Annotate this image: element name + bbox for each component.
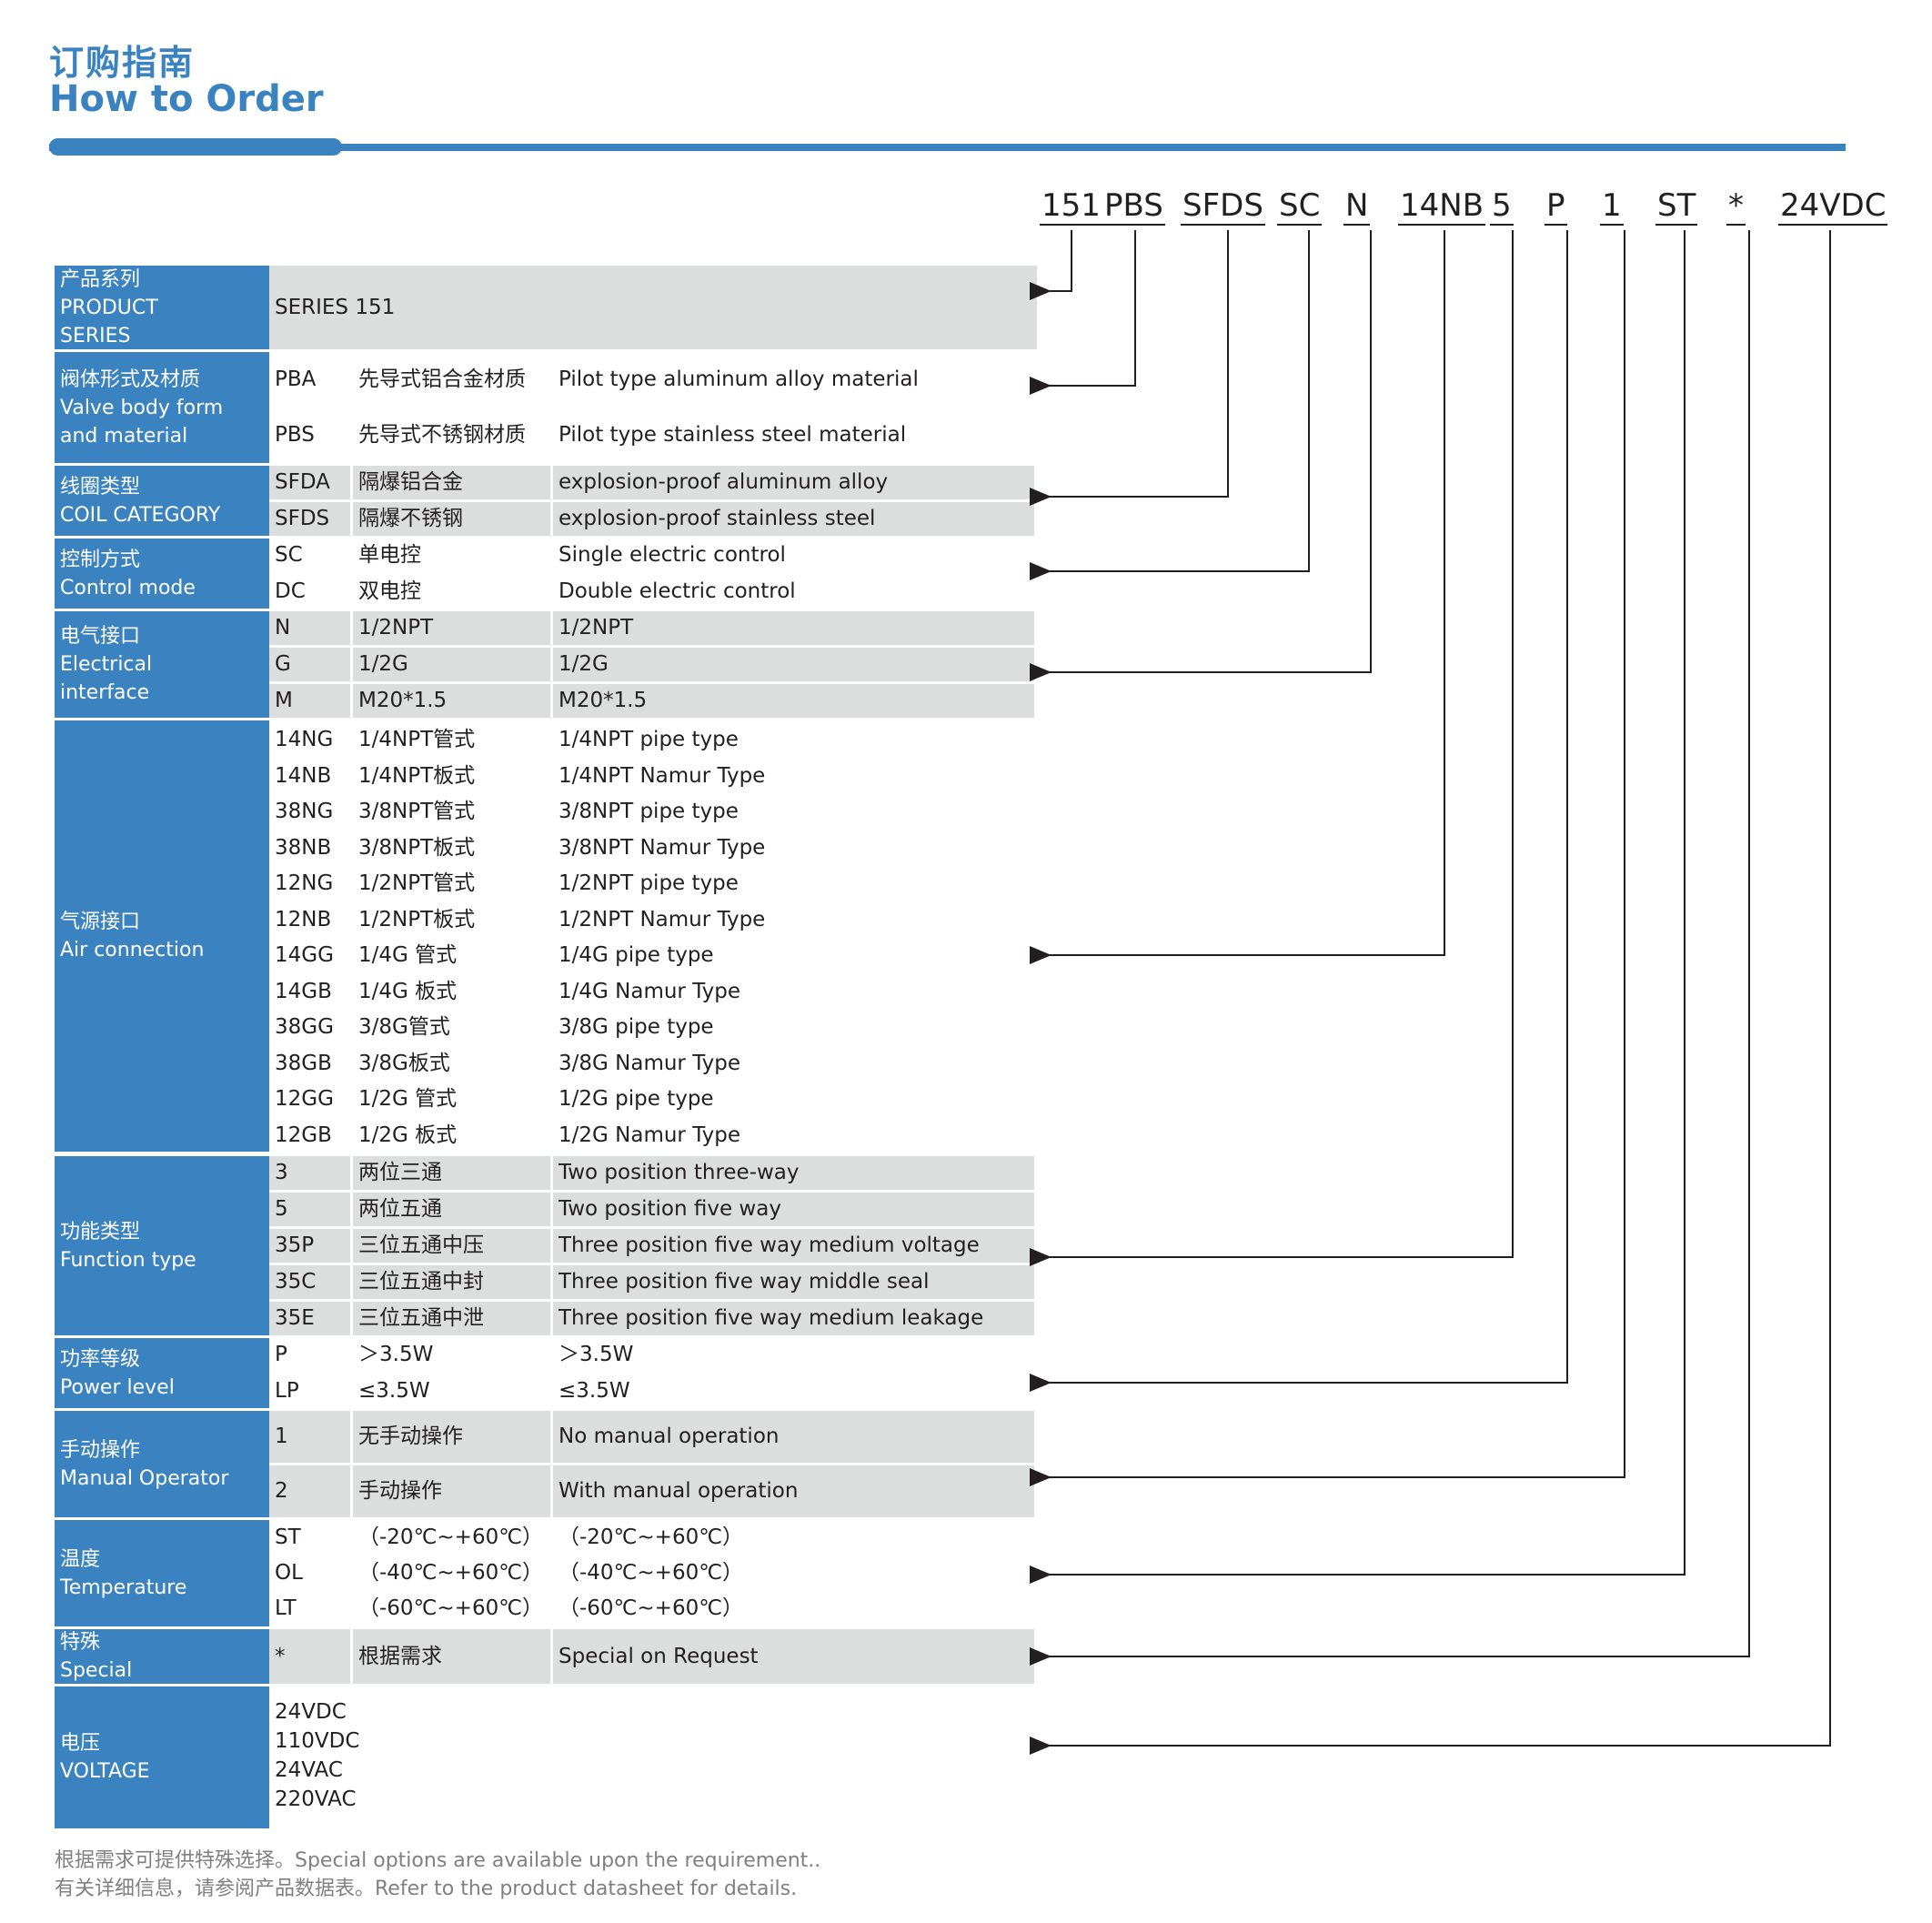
table-row: PBA 先导式铝合金材质 Pilot type aluminum alloy m… — [275, 367, 919, 391]
code-series: 151 — [1040, 187, 1102, 226]
code-body: PBS — [1102, 187, 1165, 226]
group-body: 阀体形式及材质 Valve body form and material PBA… — [55, 352, 1037, 463]
category-label: 线圈类型 COIL CATEGORY — [55, 466, 269, 536]
code-air: 14NB — [1398, 187, 1486, 226]
category-label: 控制方式 Control mode — [55, 539, 269, 609]
leader-coil — [1030, 230, 1229, 506]
table-row: DC 双电控 Double electric control — [275, 579, 796, 603]
leader-temperature — [1030, 230, 1685, 1584]
voltage-list: 24VDC 110VDC 24VAC 220VAC — [275, 1700, 360, 1811]
category-label: 产品系列 PRODUCT SERIES — [55, 266, 269, 349]
page-title-cn: 订购指南 — [49, 43, 196, 83]
code-temperature: ST — [1655, 187, 1698, 226]
code-coil: SFDS — [1181, 187, 1265, 226]
group-power: 功率等级 Power level P＞3.5W＞3.5W LP≤3.5W≤3.5… — [55, 1338, 1037, 1408]
code-manual: 1 — [1600, 187, 1624, 226]
code-special: * — [1726, 187, 1746, 226]
title-divider — [49, 144, 1846, 151]
title-divider-accent — [49, 138, 342, 156]
page-title-en: How to Order — [49, 78, 324, 120]
table-row: SC 单电控 Single electric control — [275, 543, 786, 567]
category-label: 阀体形式及材质 Valve body form and material — [55, 352, 269, 463]
code-control: SC — [1277, 187, 1323, 226]
table-row: PBS 先导式不锈钢材质 Pilot type stainless steel … — [275, 423, 907, 447]
leader-series — [1030, 230, 1072, 300]
leader-special — [1030, 230, 1750, 1666]
code-electrical: N — [1343, 187, 1371, 226]
category-label: 气源接口 Air connection — [55, 720, 269, 1152]
footnotes: 根据需求可提供特殊选择。Special options are availabl… — [55, 1847, 820, 1903]
footnote-line: 有关详细信息，请参阅产品数据表。Refer to the product dat… — [55, 1878, 798, 1900]
table-row: ST（-20℃~+60℃）（-20℃~+60℃） — [275, 1525, 744, 1549]
category-label: 特殊 Special — [55, 1629, 269, 1684]
table-row: N 1/2NPT 1/2NPT — [269, 611, 1037, 645]
group-voltage: 电压 VOLTAGE 24VDC 110VDC 24VAC 220VAC — [55, 1686, 1037, 1828]
table-row: SFDS 隔爆不锈钢 explosion-proof stainless ste… — [269, 502, 1037, 536]
footnote-line: 根据需求可提供特殊选择。Special options are availabl… — [55, 1849, 821, 1872]
order-table: 产品系列 PRODUCT SERIES SERIES 151 阀体形式及材质 V… — [55, 266, 1037, 1831]
group-electrical: 电气接口 Electrical interface N 1/2NPT 1/2NP… — [55, 611, 1037, 718]
code-function: 5 — [1490, 187, 1514, 226]
category-label: 电压 VOLTAGE — [55, 1686, 269, 1828]
category-label: 功能类型 Function type — [55, 1156, 269, 1335]
leader-electrical — [1030, 230, 1372, 681]
leader-control — [1030, 230, 1310, 580]
leader-manual — [1030, 230, 1625, 1486]
table-row: OL（-40℃~+60℃）（-40℃~+60℃） — [275, 1561, 744, 1585]
series-value: SERIES 151 — [269, 266, 1037, 349]
code-power: P — [1545, 187, 1567, 226]
leader-power — [1030, 230, 1568, 1392]
leader-function — [1030, 230, 1514, 1266]
category-label: 电气接口 Electrical interface — [55, 611, 269, 718]
table-row: LT（-60℃~+60℃）（-60℃~+60℃） — [275, 1596, 744, 1620]
table-row: P＞3.5W＞3.5W — [275, 1343, 634, 1366]
leader-air — [1030, 230, 1445, 964]
leader-voltage — [1030, 230, 1831, 1755]
code-voltage: 24VDC — [1778, 187, 1888, 226]
group-coil: 线圈类型 COIL CATEGORY SFDA 隔爆铝合金 explosion-… — [55, 466, 1037, 536]
group-temperature: 温度 Temperature ST（-20℃~+60℃）（-20℃~+60℃） … — [55, 1520, 1037, 1626]
category-label: 功率等级 Power level — [55, 1338, 269, 1408]
table-row: LP≤3.5W≤3.5W — [275, 1379, 630, 1403]
table-row: M M20*1.5 M20*1.5 — [269, 684, 1037, 718]
group-series: 产品系列 PRODUCT SERIES SERIES 151 — [55, 266, 1037, 349]
category-label: 手动操作 Manual Operator — [55, 1411, 269, 1517]
leader-body — [1030, 230, 1136, 395]
group-control: 控制方式 Control mode SC 单电控 Single electric… — [55, 539, 1037, 609]
table-row: SFDA 隔爆铝合金 explosion-proof aluminum allo… — [269, 466, 1037, 499]
table-row: G 1/2G 1/2G — [269, 648, 1037, 681]
category-label: 温度 Temperature — [55, 1520, 269, 1626]
